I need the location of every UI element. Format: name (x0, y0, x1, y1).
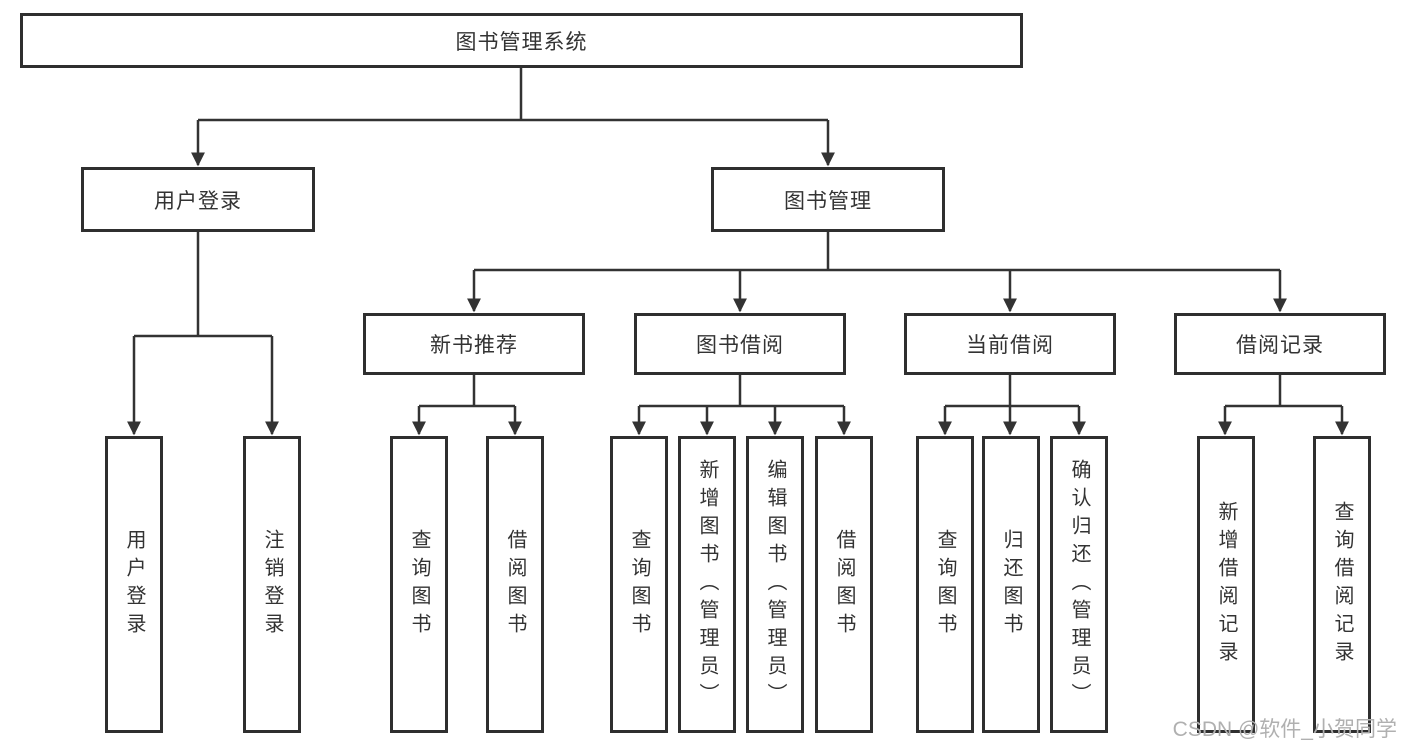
leaf-user-login: 用户登录 (105, 436, 163, 733)
node-user-login-label: 用户登录 (154, 189, 242, 213)
node-book-management: 图书管理 (711, 167, 945, 232)
leaf-borrow-books-newbook-label: 借阅图书 (504, 528, 526, 641)
leaf-query-books-borrow-label: 查询图书 (628, 528, 650, 641)
leaf-edit-books-admin-label: 编辑图书（管理员） (764, 458, 786, 711)
node-book-borrowing: 图书借阅 (634, 313, 846, 375)
node-new-book-recommendation: 新书推荐 (363, 313, 585, 375)
csdn-watermark: CSDN @软件_小贺同学 (1172, 718, 1397, 741)
node-current-borrowing: 当前借阅 (904, 313, 1116, 375)
leaf-return-books-label: 归还图书 (1000, 528, 1022, 641)
leaf-add-books-admin: 新增图书（管理员） (678, 436, 736, 733)
leaf-logout-label: 注销登录 (261, 528, 283, 641)
leaf-return-books: 归还图书 (982, 436, 1040, 733)
node-borrowing-records-label: 借阅记录 (1236, 334, 1324, 357)
node-book-borrowing-label: 图书借阅 (696, 334, 784, 357)
leaf-borrow-books-newbook: 借阅图书 (486, 436, 544, 733)
leaf-add-borrow-record: 新增借阅记录 (1197, 436, 1255, 733)
node-user-login: 用户登录 (81, 167, 315, 232)
leaf-query-books-current: 查询图书 (916, 436, 974, 733)
leaf-edit-books-admin: 编辑图书（管理员） (746, 436, 804, 733)
node-root-label: 图书管理系统 (455, 30, 588, 54)
leaf-borrow-books-label: 借阅图书 (833, 528, 855, 641)
leaf-logout: 注销登录 (243, 436, 301, 733)
node-book-management-label: 图书管理 (784, 189, 872, 213)
leaf-borrow-books: 借阅图书 (815, 436, 873, 733)
leaf-confirm-return-admin: 确认归还（管理员） (1050, 436, 1108, 733)
leaf-add-books-admin-label: 新增图书（管理员） (696, 458, 718, 711)
leaf-query-borrow-record: 查询借阅记录 (1313, 436, 1371, 733)
node-current-borrowing-label: 当前借阅 (966, 334, 1054, 357)
leaf-query-borrow-record-label: 查询借阅记录 (1331, 500, 1353, 669)
node-new-book-recommendation-label: 新书推荐 (430, 334, 518, 357)
leaf-query-books-current-label: 查询图书 (934, 528, 956, 641)
node-root-system: 图书管理系统 (20, 13, 1023, 68)
leaf-confirm-return-admin-label: 确认归还（管理员） (1068, 458, 1090, 711)
leaf-query-books-borrow: 查询图书 (610, 436, 668, 733)
node-borrowing-records: 借阅记录 (1174, 313, 1386, 375)
leaf-query-books-newbook: 查询图书 (390, 436, 448, 733)
leaf-add-borrow-record-label: 新增借阅记录 (1215, 500, 1237, 669)
leaf-user-login-label: 用户登录 (123, 528, 145, 641)
leaf-query-books-newbook-label: 查询图书 (408, 528, 430, 641)
